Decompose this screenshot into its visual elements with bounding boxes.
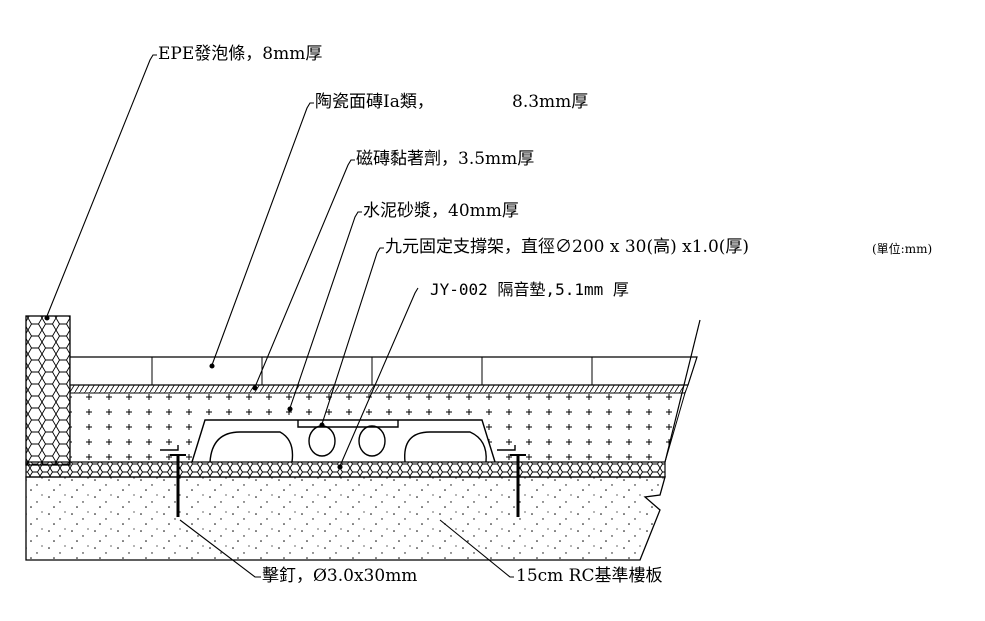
rc-slab xyxy=(25,476,666,561)
label-tile: 陶瓷面磚Ia類， xyxy=(315,92,434,112)
label-nail: 擊釘，Ø3.0x30mm xyxy=(262,566,418,586)
sound-pad xyxy=(25,461,666,478)
label-adhesive: 磁磚黏著劑，3.5mm厚 xyxy=(356,149,535,169)
label-pad: JY-002 隔音墊,5.1mm 厚 xyxy=(430,280,629,299)
support-frame xyxy=(160,419,516,463)
label-epe: EPE發泡條，8mm厚 xyxy=(158,44,323,64)
break-line xyxy=(664,319,701,463)
leader-lines xyxy=(44,54,514,578)
label-tile-thickness: 8.3mm厚 xyxy=(512,92,589,112)
adhesive-layer xyxy=(69,384,689,394)
label-support: 九元固定支撐架，直徑∅200 x 30(高) x1.0(厚) xyxy=(385,237,750,257)
label-slab: 15cm RC基準樓板 xyxy=(516,566,663,586)
tile-layer xyxy=(69,356,698,386)
label-mortar: 水泥砂漿，40mm厚 xyxy=(363,201,519,221)
nails xyxy=(170,454,526,517)
epe-strip xyxy=(25,315,71,466)
label-support-unit: (單位:mm) xyxy=(872,242,933,256)
